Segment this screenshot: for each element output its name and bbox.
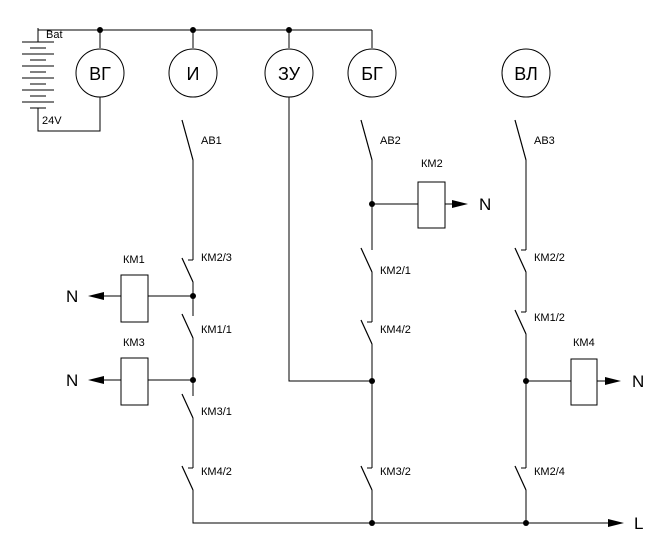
- load-zu: ЗУ: [264, 48, 314, 98]
- contact-km2-3: КМ2/3: [181, 252, 232, 283]
- contact-km1-2: КМ1/2: [514, 309, 565, 335]
- terminal-n-km3: N: [66, 371, 78, 390]
- contact-km3-1: КМ3/1: [181, 393, 232, 419]
- column-bg-wiring: [369, 160, 375, 523]
- load-bg-label: БГ: [361, 64, 383, 84]
- column-vl-wiring: [523, 160, 529, 523]
- contact-km2-2-label: КМ2/2: [534, 252, 565, 264]
- load-vl-label: ВЛ: [514, 64, 538, 84]
- switch-ab1: АВ1: [181, 119, 222, 161]
- coil-km4: КМ4 N: [526, 337, 644, 406]
- switch-ab2-label: АВ2: [380, 135, 401, 147]
- coil-km2-label: КМ2: [421, 158, 443, 170]
- load-i-label: И: [187, 64, 200, 84]
- contact-km4-2-left-label: КМ4/2: [201, 466, 232, 478]
- contact-km4-2-left: КМ4/2: [181, 465, 232, 491]
- load-vg-label: ВГ: [89, 64, 111, 84]
- load-zu-label: ЗУ: [278, 64, 301, 84]
- zu-feed: [288, 97, 372, 382]
- terminal-l-bus: L: [634, 514, 643, 533]
- coil-km4-label: КМ4: [573, 337, 595, 349]
- coil-km2: КМ2 N: [372, 158, 491, 229]
- coil-km3: КМ3 N: [66, 337, 193, 406]
- top-bus: [37, 27, 373, 48]
- coil-km1-label: КМ1: [123, 254, 145, 266]
- terminal-n-km4: N: [632, 372, 644, 391]
- terminal-n-km1: N: [66, 287, 78, 306]
- contact-km4-2-mid: КМ4/2: [360, 319, 411, 345]
- coil-km1: КМ1 N: [66, 254, 193, 323]
- coil-km3-label: КМ3: [123, 337, 145, 349]
- contact-km2-4: КМ2/4: [514, 465, 565, 491]
- contact-km2-2: КМ2/2: [514, 247, 565, 273]
- contact-km2-4-label: КМ2/4: [534, 466, 565, 478]
- load-vl: ВЛ: [501, 48, 551, 98]
- contact-km4-2-mid-label: КМ4/2: [380, 324, 411, 336]
- contact-km1-2-label: КМ1/2: [534, 312, 565, 324]
- switch-ab3-label: АВ3: [534, 135, 555, 147]
- terminal-n-km2: N: [479, 195, 491, 214]
- contact-km2-1-label: КМ2/1: [380, 265, 411, 277]
- switch-ab1-label: АВ1: [201, 135, 222, 147]
- contact-km3-2: КМ3/2: [360, 465, 411, 491]
- contact-km1-1: КМ1/1: [181, 313, 232, 339]
- battery: Bat 24V: [22, 29, 101, 132]
- bottom-bus-l: L: [369, 514, 643, 533]
- load-vg: ВГ: [75, 48, 125, 98]
- contact-km3-2-label: КМ3/2: [380, 466, 411, 478]
- switch-ab3: АВ3: [514, 119, 555, 161]
- switch-ab2: АВ2: [360, 119, 401, 161]
- battery-voltage-label: 24V: [42, 115, 62, 127]
- contact-km2-1: КМ2/1: [360, 247, 411, 277]
- contact-km3-1-label: КМ3/1: [201, 406, 232, 418]
- battery-label: Bat: [46, 29, 63, 41]
- contact-km1-1-label: КМ1/1: [201, 324, 232, 336]
- column-i-wiring: [190, 160, 612, 524]
- contact-km2-3-label: КМ2/3: [201, 252, 232, 264]
- load-bg: БГ: [347, 48, 397, 98]
- load-i: И: [168, 48, 218, 98]
